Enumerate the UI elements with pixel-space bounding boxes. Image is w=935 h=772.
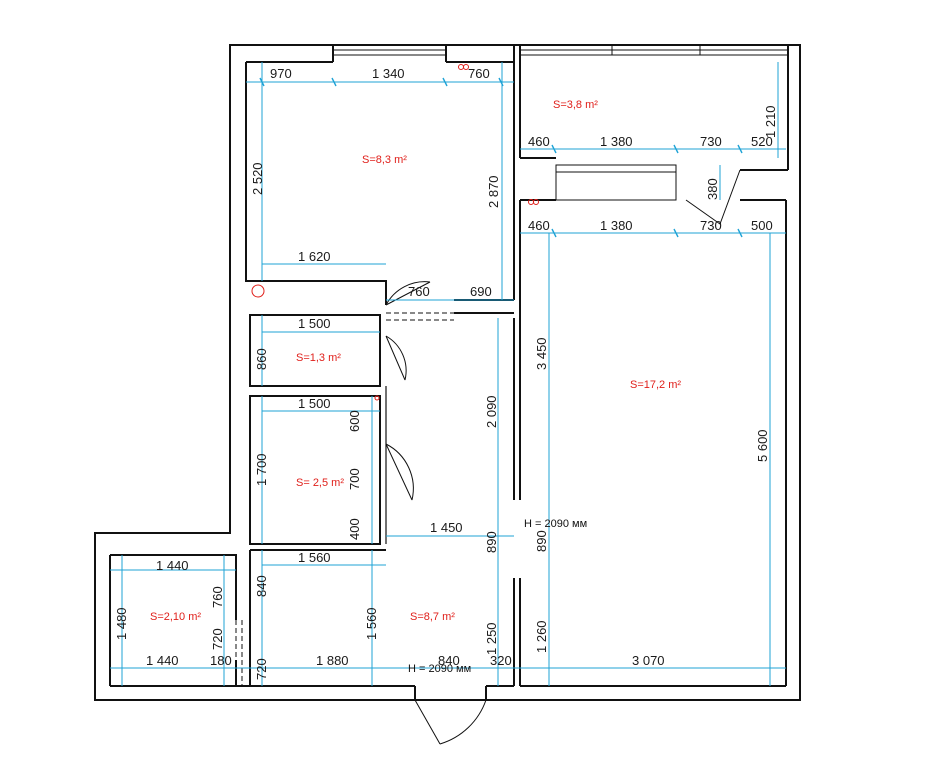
dim-label: 320 xyxy=(490,653,512,668)
dim-label: 760 xyxy=(468,66,490,81)
height-note: H = 2090 мм xyxy=(408,663,471,675)
dim-label: 1 440 xyxy=(146,653,179,668)
dim-label: 970 xyxy=(270,66,292,81)
dim-label: 1 620 xyxy=(298,249,331,264)
dim-label: 1 700 xyxy=(254,453,269,486)
dim-label: 2 870 xyxy=(486,175,501,208)
room-area-label: S= 2,5 m² xyxy=(296,477,344,489)
dim-label: 720 xyxy=(210,628,225,650)
room-area-label: S=3,8 m² xyxy=(553,99,598,111)
dim-label: 180 xyxy=(210,653,232,668)
dim-label: 2 520 xyxy=(250,162,265,195)
dim-label: 890 xyxy=(484,531,499,553)
height-note: H = 2090 мм xyxy=(524,518,587,530)
dim-label: 1 450 xyxy=(430,520,463,535)
dim-label: 730 xyxy=(700,134,722,149)
room-area-label: S=8,3 m² xyxy=(362,154,407,166)
room-area-label: S=17,2 m² xyxy=(630,379,681,391)
dim-label: 1 560 xyxy=(364,607,379,640)
dim-label: 1 340 xyxy=(372,66,405,81)
dim-label: 520 xyxy=(751,134,773,149)
height-notes: H = 2090 мм H = 2090 мм xyxy=(408,518,587,675)
room-area-label: S=8,7 m² xyxy=(410,611,455,623)
dim-label: 860 xyxy=(254,348,269,370)
dim-label: 1 500 xyxy=(298,316,331,331)
dim-label: 1 560 xyxy=(298,550,331,565)
dim-label: 380 xyxy=(705,178,720,200)
doors xyxy=(235,169,741,745)
dim-label: 600 xyxy=(347,410,362,432)
dim-label: 1 380 xyxy=(600,134,633,149)
room-area-label: S=2,10 m² xyxy=(150,611,201,623)
dim-label: 1 880 xyxy=(316,653,349,668)
area-labels: S=8,3 m² S=3,8 m² S=17,2 m² S=1,3 m² S= … xyxy=(150,99,681,623)
fixtures xyxy=(251,64,539,401)
dim-label: 840 xyxy=(438,653,460,668)
dim-label: 1 440 xyxy=(156,558,189,573)
dim-label: 3 070 xyxy=(632,653,665,668)
dim-label: 400 xyxy=(347,518,362,540)
dimension-labels: 970 1 340 760 2 520 2 870 1 620 760 690 … xyxy=(114,66,778,680)
dim-label: 840 xyxy=(254,575,269,597)
dim-label: 1 250 xyxy=(484,622,499,655)
dim-label: 2 090 xyxy=(484,395,499,428)
dim-label: 3 450 xyxy=(534,337,549,370)
dim-label: 760 xyxy=(408,284,430,299)
dim-label: 5 600 xyxy=(755,429,770,462)
dim-label: 1 260 xyxy=(534,620,549,653)
dim-label: 700 xyxy=(347,468,362,490)
dim-label: 690 xyxy=(470,284,492,299)
riser-icon xyxy=(251,284,265,298)
dim-label: 1 210 xyxy=(763,105,778,138)
dim-label: 1 500 xyxy=(298,396,331,411)
dim-label: 760 xyxy=(210,586,225,608)
dimension-lines xyxy=(110,62,786,686)
dim-label: 500 xyxy=(751,218,773,233)
dim-label: 460 xyxy=(528,134,550,149)
room-area-label: S=1,3 m² xyxy=(296,352,341,364)
dim-label: 730 xyxy=(700,218,722,233)
dim-label: 1 380 xyxy=(600,218,633,233)
dim-label: 1 480 xyxy=(114,607,129,640)
windows xyxy=(333,45,788,201)
walls xyxy=(94,44,801,701)
dim-label: 460 xyxy=(528,218,550,233)
dim-label: 890 xyxy=(534,530,549,552)
dim-label: 720 xyxy=(254,658,269,680)
